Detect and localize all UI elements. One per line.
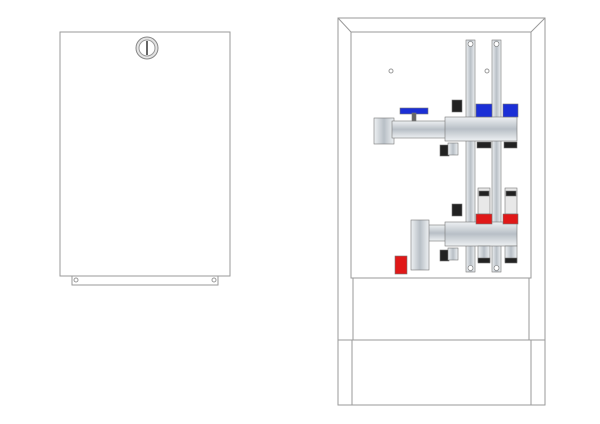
open-cabinet <box>337 17 546 406</box>
bottom-strip <box>71 275 219 286</box>
tee-fitting <box>373 117 395 145</box>
screw-icon <box>211 277 217 283</box>
drain-valve <box>439 144 450 157</box>
return-manifold <box>394 187 519 275</box>
red-cap <box>475 213 493 225</box>
red-cap <box>502 213 519 225</box>
mounting-rail <box>465 39 476 273</box>
mounting-rail <box>491 39 502 273</box>
blue-cap <box>502 103 519 118</box>
cabinet-door <box>59 31 231 277</box>
cabinet-frame <box>337 17 546 406</box>
manifold <box>373 39 519 275</box>
supply-manifold <box>373 99 519 157</box>
screw-icon <box>73 277 79 283</box>
lock-icon <box>135 36 159 60</box>
tee-fitting <box>410 219 430 271</box>
red-valve-handle <box>394 255 408 275</box>
actuator <box>451 99 463 113</box>
blue-cap <box>475 103 493 118</box>
actuator <box>451 203 463 217</box>
closed-cabinet <box>59 31 231 286</box>
bottom-panel <box>352 277 530 341</box>
drain-valve <box>439 249 450 262</box>
